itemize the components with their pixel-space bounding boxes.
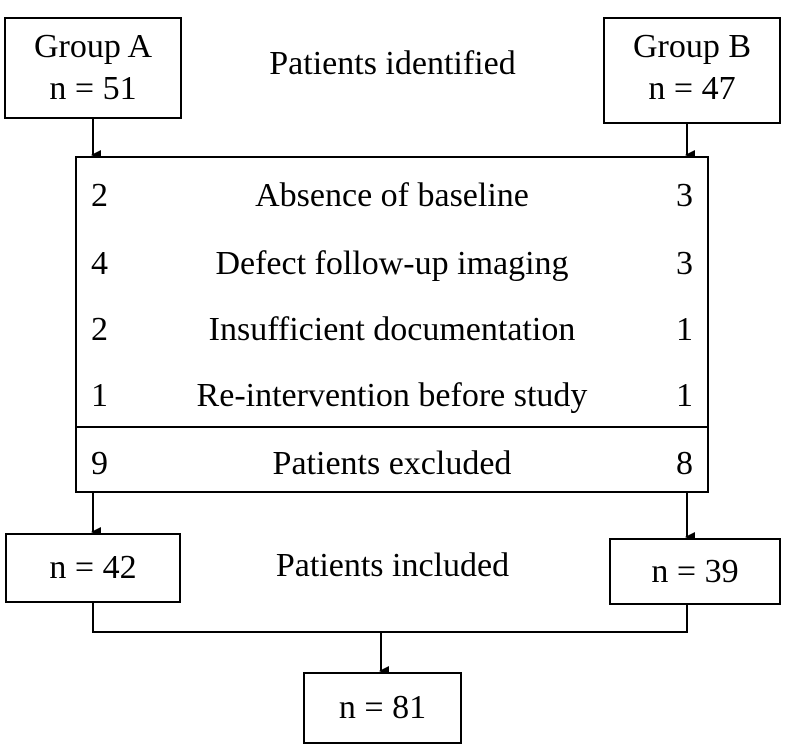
included-group-b-count: n = 39	[651, 553, 739, 590]
group-a-name: Group A	[33, 28, 153, 65]
total-count: n = 81	[338, 689, 427, 726]
exclusion-box: 2 Absence of baseline 3 4 Defect follow-…	[75, 156, 709, 493]
exclusion-row-1-reason: Absence of baseline	[255, 177, 529, 214]
patients-included-label: Patients included	[275, 547, 510, 584]
group-b-count: n = 47	[648, 70, 736, 107]
exclusion-row-2-reason: Defect follow-up imaging	[215, 245, 569, 282]
exclusion-row-2-group-b: 3	[676, 245, 693, 282]
exclusion-row-3-reason: Insufficient documentation	[208, 311, 576, 348]
excluded-total-group-a: 9	[91, 445, 108, 482]
group-a-count: n = 51	[49, 70, 137, 107]
group-b-name: Group B	[632, 28, 752, 65]
group-a-box: Group A n = 51	[4, 17, 182, 119]
exclusion-row-4-group-a: 1	[91, 377, 108, 414]
excluded-total-label: Patients excluded	[272, 445, 512, 482]
total-box: n = 81	[303, 672, 462, 744]
patients-identified-label: Patients identified	[269, 45, 516, 82]
exclusion-row-2-group-a: 4	[91, 245, 108, 282]
exclusion-row-4-reason: Re-intervention before study	[196, 377, 588, 414]
exclusion-row-1-group-b: 3	[676, 177, 693, 214]
exclusion-divider	[77, 426, 707, 428]
exclusion-row-1-group-a: 2	[91, 177, 108, 214]
excluded-total-group-b: 8	[676, 445, 693, 482]
exclusion-row-3-group-b: 1	[676, 311, 693, 348]
included-group-b-box: n = 39	[609, 538, 781, 605]
included-group-a-count: n = 42	[49, 549, 137, 586]
group-b-box: Group B n = 47	[603, 17, 781, 124]
included-group-a-box: n = 42	[5, 533, 181, 603]
exclusion-row-3-group-a: 2	[91, 311, 108, 348]
exclusion-row-4-group-b: 1	[676, 377, 693, 414]
